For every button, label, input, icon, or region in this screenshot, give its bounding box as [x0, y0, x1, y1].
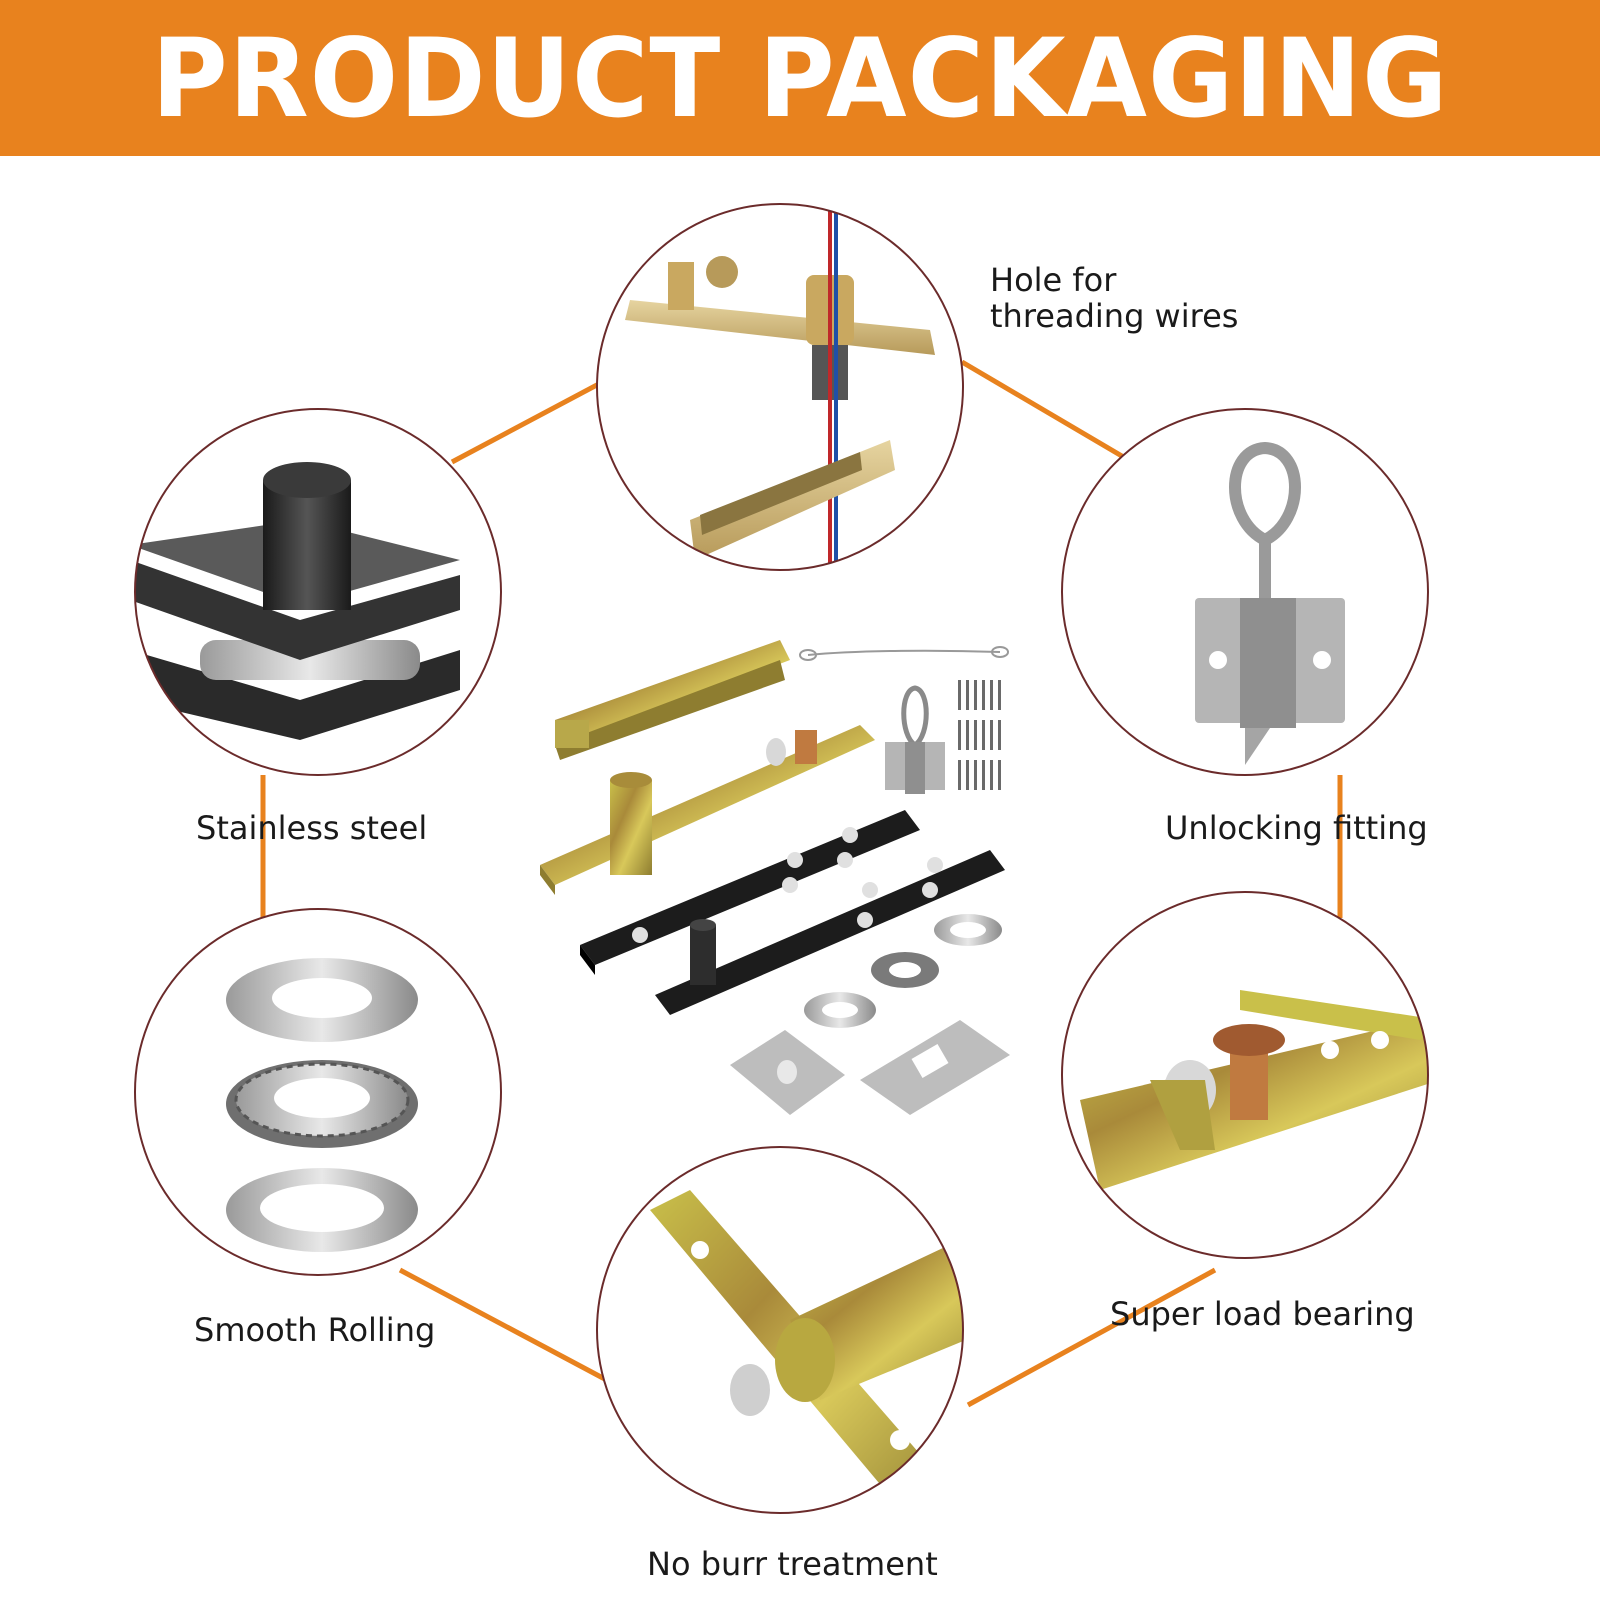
circle-border-load: [1061, 891, 1429, 1259]
label-line-2: threading wires: [990, 297, 1239, 335]
label-smooth-rolling: Smooth Rolling: [194, 1311, 436, 1349]
label-hole-for-wires: Hole for threading wires: [990, 262, 1238, 334]
no-burr-image: [597, 1147, 963, 1513]
wire-hole-image: [597, 204, 963, 570]
smooth-rolling-image: [135, 909, 501, 1275]
label-line-1: Hole for: [990, 261, 1117, 299]
header-banner: PRODUCT PACKAGING: [0, 0, 1600, 156]
circle-border-steel: [134, 408, 502, 776]
label-stainless-steel: Stainless steel: [196, 809, 428, 847]
stainless-steel-image: [135, 409, 501, 775]
circle-border-rolling: [134, 908, 502, 1276]
label-super-load-bearing: Super load bearing: [1110, 1295, 1415, 1333]
load-bearing-image: [1062, 892, 1428, 1258]
label-unlocking-fitting: Unlocking fitting: [1165, 809, 1428, 847]
center-kit-image: [540, 640, 1010, 1115]
unlocking-fitting-image: [1062, 409, 1428, 775]
page-title: PRODUCT PACKAGING: [151, 13, 1449, 143]
connector-lines: [260, 359, 1343, 1408]
circle-border-unlock: [1061, 408, 1429, 776]
circle-border-wires: [596, 203, 964, 571]
label-no-burr-treatment: No burr treatment: [647, 1545, 938, 1583]
circle-border-burr: [596, 1146, 964, 1514]
